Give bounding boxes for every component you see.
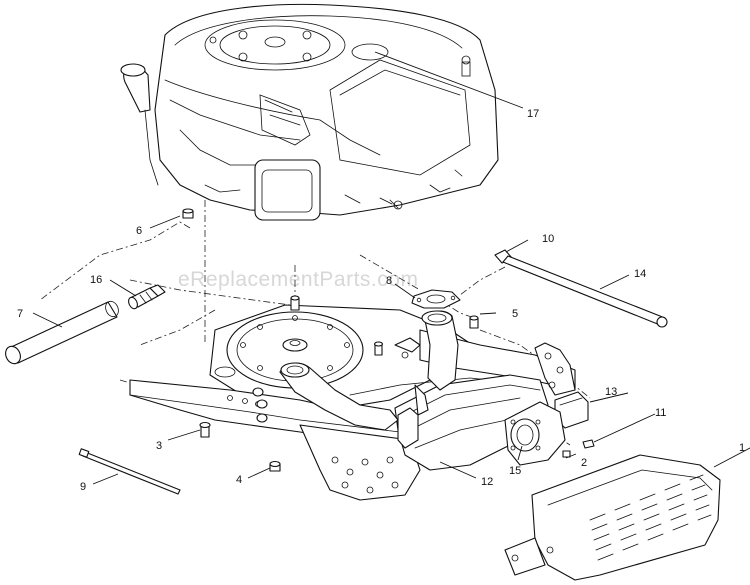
callout-9: 9	[80, 481, 86, 493]
callout-8: 8	[386, 275, 392, 287]
part-4-nut[interactable]	[269, 460, 281, 472]
part-8-gasket[interactable]	[411, 289, 461, 309]
part-6-nut[interactable]	[182, 208, 194, 219]
callout-16: 16	[90, 274, 102, 286]
callout-14: 14	[634, 268, 646, 280]
callout-12: 12	[481, 476, 493, 488]
part-14-rod[interactable]	[502, 255, 668, 328]
part-3-bolt[interactable]	[199, 421, 211, 438]
part-16-connector[interactable]	[127, 284, 166, 310]
leader-lines	[32, 51, 750, 485]
callout-6: 6	[136, 225, 142, 237]
part-7-sleeve[interactable]	[3, 299, 121, 366]
callout-15: 15	[509, 465, 521, 477]
callout-labels: 1 2 3 4 5 6 7 8 9 10 11 12 13 14 15 16 1…	[17, 108, 745, 493]
part-15-flange[interactable]	[504, 401, 566, 466]
callout-13: 13	[605, 386, 617, 398]
watermark-text: eReplacementParts.com	[178, 268, 418, 291]
callout-11: 11	[655, 407, 666, 419]
callout-1: 1	[739, 442, 745, 454]
exhaust-manifold[interactable]	[279, 310, 459, 431]
callout-10: 10	[542, 233, 554, 245]
engine[interactable]	[120, 3, 499, 221]
callout-17: 17	[527, 108, 539, 120]
chassis-frame[interactable]	[129, 295, 576, 501]
callout-2: 2	[581, 457, 587, 469]
part-12-muffler[interactable]	[394, 374, 549, 471]
vent-slots	[589, 474, 712, 561]
callout-5: 5	[512, 308, 518, 320]
part-5-stud[interactable]	[469, 315, 479, 329]
part-11-screw[interactable]	[582, 439, 595, 449]
callout-3: 3	[156, 440, 162, 452]
part-1-heat-shield[interactable]	[504, 454, 721, 581]
callout-4: 4	[236, 474, 242, 486]
part-2-screw[interactable]	[562, 450, 571, 458]
part-9-cable-tie[interactable]	[78, 448, 181, 495]
callout-7: 7	[17, 308, 23, 320]
